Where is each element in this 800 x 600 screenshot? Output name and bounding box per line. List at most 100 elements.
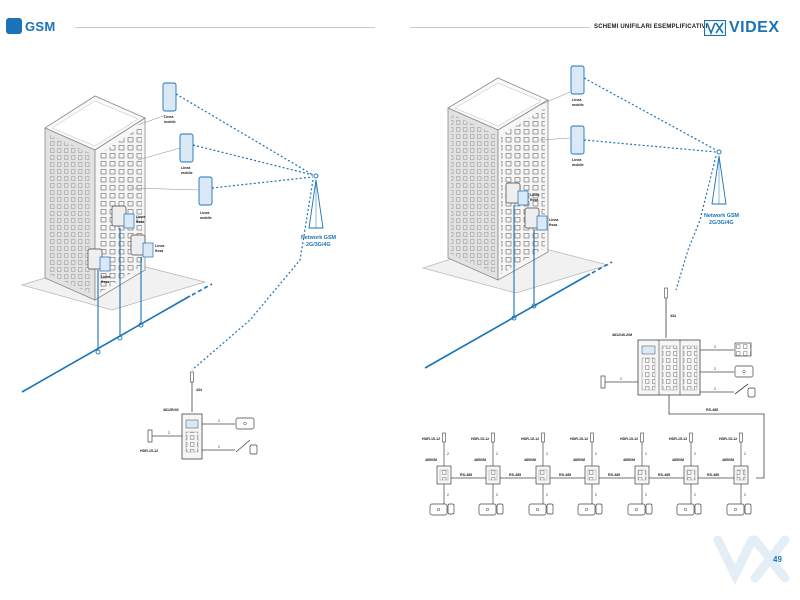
- module-wire-count: 2: [546, 452, 548, 456]
- right-speaker-device: 2: [700, 342, 752, 357]
- gsm-logo-text: GSM: [25, 18, 56, 34]
- left-bell-device: 2: [202, 439, 258, 455]
- module-lock-dot: [535, 507, 540, 512]
- module-bell-icon: [447, 503, 455, 515]
- module-lock-dot: [634, 507, 639, 512]
- right-main-panel: [637, 339, 701, 396]
- module-lock-dot: [436, 507, 441, 512]
- right-mobile-2-label-a: Linea: [572, 158, 582, 162]
- module-button-icon: [590, 432, 594, 443]
- module-bell-icon: [744, 503, 752, 515]
- header-rule-right: [410, 27, 590, 28]
- header-rule-left: [75, 27, 375, 28]
- module-hdr-label: HDR-15-12: [620, 437, 638, 441]
- right-gsm-tower: Network GSM 2G/3G/4G: [704, 149, 740, 226]
- module-label: 4850/M: [573, 458, 585, 462]
- left-fixed-2-label-b: fissa: [155, 249, 164, 253]
- right-button-wire-count: 2: [620, 377, 622, 381]
- module-label: 4850/M: [524, 458, 536, 462]
- module-lock-dot: [683, 507, 688, 512]
- left-entry-panel: [181, 413, 203, 460]
- left-panel-label: 4812R/40: [163, 408, 179, 412]
- module-grid: [637, 469, 647, 481]
- module-lock-dot: [584, 507, 589, 512]
- right-network-label-b: 2G/3G/4G: [709, 220, 734, 226]
- module-lock-dot: [485, 507, 490, 512]
- left-main-bus: [21, 295, 191, 393]
- right-antenna-code: 434: [670, 314, 676, 318]
- module-button-icon: [541, 432, 545, 443]
- module-lock-wire-count: 2: [694, 493, 696, 497]
- right-antenna-icon: [664, 287, 668, 299]
- right-fixed-1-label-b: fissa: [530, 198, 539, 202]
- left-gsm-links: [175, 93, 314, 371]
- module-wire-count: 2: [447, 452, 449, 456]
- left-fixed-phone-2: Linea fissa: [130, 234, 165, 258]
- videx-watermark: [713, 535, 790, 586]
- module-lock-icon: [429, 503, 448, 516]
- module-button-icon: [491, 432, 495, 443]
- left-building: [44, 95, 146, 301]
- module-wire-count: 2: [496, 452, 498, 456]
- left-mobile-2-label-a: Linea: [181, 166, 191, 170]
- right-scheme: Linea mobile Linea mobile Network GSM 2G…: [421, 65, 765, 516]
- right-line-mobile-2: [539, 137, 571, 141]
- module-grid: [736, 469, 746, 481]
- left-line-mobile-1: [137, 114, 167, 126]
- left-mobile-phone-1: Linea mobile: [162, 82, 177, 124]
- right-building: [447, 77, 549, 281]
- left-antenna-code: 434: [196, 388, 202, 392]
- module-bell-icon: [595, 503, 603, 515]
- right-line-mobile-1: [539, 91, 571, 106]
- right-main-bus-tail: [591, 261, 613, 274]
- module-grid: [439, 469, 449, 481]
- module-button-icon: [739, 432, 743, 443]
- right-bell-device: 2: [700, 383, 756, 398]
- right-main-bus: [424, 273, 591, 369]
- module-wire-count: 2: [645, 452, 647, 456]
- module-label: 4850/M: [425, 458, 437, 462]
- module-wire-count: 2: [744, 452, 746, 456]
- right-mobile-1-label-a: Linea: [572, 98, 582, 102]
- module-lock-dot: [733, 507, 738, 512]
- module-hdr-label: HDR-15-12: [669, 437, 687, 441]
- module-lock-wire-count: 2: [744, 493, 746, 497]
- module-hdr-label: HDR-15-12: [471, 437, 489, 441]
- right-speaker-wire-count: 2: [714, 345, 716, 349]
- left-fixed-3-label-b: fissa: [101, 280, 110, 284]
- gsm-badge-icon: [6, 18, 22, 34]
- left-mobile-phone-2: Linea mobile: [179, 133, 194, 175]
- module-lock-icon: [676, 503, 695, 516]
- gsm-logo: GSM: [6, 18, 56, 34]
- module-lock-wire-count: 2: [496, 493, 498, 497]
- module-button-icon: [689, 432, 693, 443]
- right-lock-device: 2: [700, 365, 754, 378]
- module-wire-count: 2: [595, 452, 597, 456]
- module-bell-icon: [546, 503, 554, 515]
- rs485-link-label: RS-485: [559, 473, 571, 477]
- left-line-mobile-3: [129, 187, 201, 191]
- page-number: 49: [773, 555, 782, 564]
- module-hdr-label: HDR-15-12: [570, 437, 588, 441]
- left-main-bus-tail: [191, 283, 213, 296]
- module-wire-count: 2: [694, 452, 696, 456]
- left-fixed-phone-3: Linea fissa: [87, 248, 111, 284]
- section-title: SCHEMI UNIFILARI ESEMPLIFICATIVI: [594, 24, 708, 30]
- videx-logo: VIDEX: [704, 19, 780, 37]
- module-bell-icon: [645, 503, 653, 515]
- module-grid: [587, 469, 597, 481]
- left-fixed-1-label-b: fissa: [136, 220, 145, 224]
- module-lock-icon: [478, 503, 497, 516]
- module-grid: [538, 469, 548, 481]
- module-lock-wire-count: 2: [645, 493, 647, 497]
- right-rs485-trunk-label: RS-485: [706, 408, 718, 412]
- module-grid: [686, 469, 696, 481]
- module-lock-icon: [577, 503, 596, 516]
- left-fixed-3-label-a: Linea: [101, 275, 111, 279]
